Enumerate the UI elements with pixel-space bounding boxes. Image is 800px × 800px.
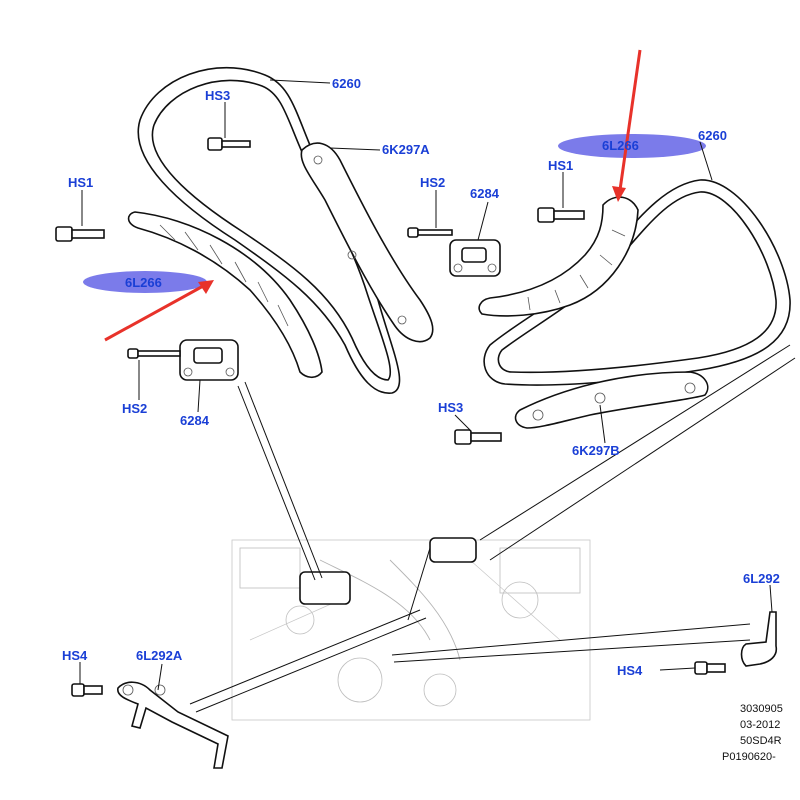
highlight-left <box>83 271 207 293</box>
label-hs3-top: HS3 <box>205 88 230 103</box>
guide-6K297A <box>300 142 434 343</box>
label-hs3-right: HS3 <box>438 400 463 415</box>
tool-6L292A <box>117 681 229 769</box>
footer-line-1: 3030905 <box>740 703 783 715</box>
guide-6K297B-holes <box>532 382 696 421</box>
bolt-hs3-top <box>207 137 251 151</box>
guide-right-6L266 <box>478 196 639 317</box>
bolt-hs1-left <box>55 226 105 242</box>
leader-lines <box>79 79 773 691</box>
label-hs2-mid: HS2 <box>420 175 445 190</box>
label-tool-b: 6L292 <box>743 571 780 586</box>
guide-6K297B <box>514 371 709 429</box>
tensioner-left-6284 <box>179 339 239 381</box>
footer-line-2: 03-2012 <box>740 719 780 731</box>
label-tensioner-mid: 6284 <box>470 186 500 201</box>
assembly-lines <box>189 344 796 713</box>
guide-6K297A-holes <box>313 155 407 325</box>
engine-installed-tensioners <box>299 537 477 605</box>
label-guide-b: 6K297B <box>572 443 620 458</box>
guide-left-ribs <box>159 224 289 327</box>
footer-line-4: P0190620- <box>722 751 776 763</box>
bolt-hs1-right <box>537 207 585 223</box>
footer-line-3: 50SD4R <box>740 735 782 747</box>
label-hs1-right: HS1 <box>548 158 573 173</box>
engine-sketch <box>231 539 591 721</box>
guide-right-ribs <box>527 229 626 311</box>
bolt-hs4-right <box>694 661 726 675</box>
guide-left-6L266 <box>127 211 323 379</box>
label-guide-left: 6L266 <box>125 275 162 290</box>
bolt-hs2-left <box>127 348 181 359</box>
tool-6L292 <box>740 611 778 667</box>
label-hs4-left: HS4 <box>62 648 88 663</box>
label-hs4-right: HS4 <box>617 663 643 678</box>
label-guide-a: 6K297A <box>382 142 430 157</box>
label-chain-left: 6260 <box>332 76 361 91</box>
red-arrow-right <box>612 49 642 202</box>
label-chain-right: 6260 <box>698 128 727 143</box>
label-tool-a: 6L292A <box>136 648 183 663</box>
label-tensioner-left: 6284 <box>180 413 210 428</box>
tensioner-mid-6284 <box>449 239 501 277</box>
red-arrow-left <box>104 280 214 342</box>
bolt-hs2-mid <box>407 227 453 238</box>
label-hs2-left: HS2 <box>122 401 147 416</box>
label-guide-right: 6L266 <box>602 138 639 153</box>
label-hs1-left: HS1 <box>68 175 93 190</box>
bolt-hs4-left <box>71 683 103 697</box>
bolt-hs3-right <box>454 429 502 445</box>
highlight-right <box>558 134 706 158</box>
